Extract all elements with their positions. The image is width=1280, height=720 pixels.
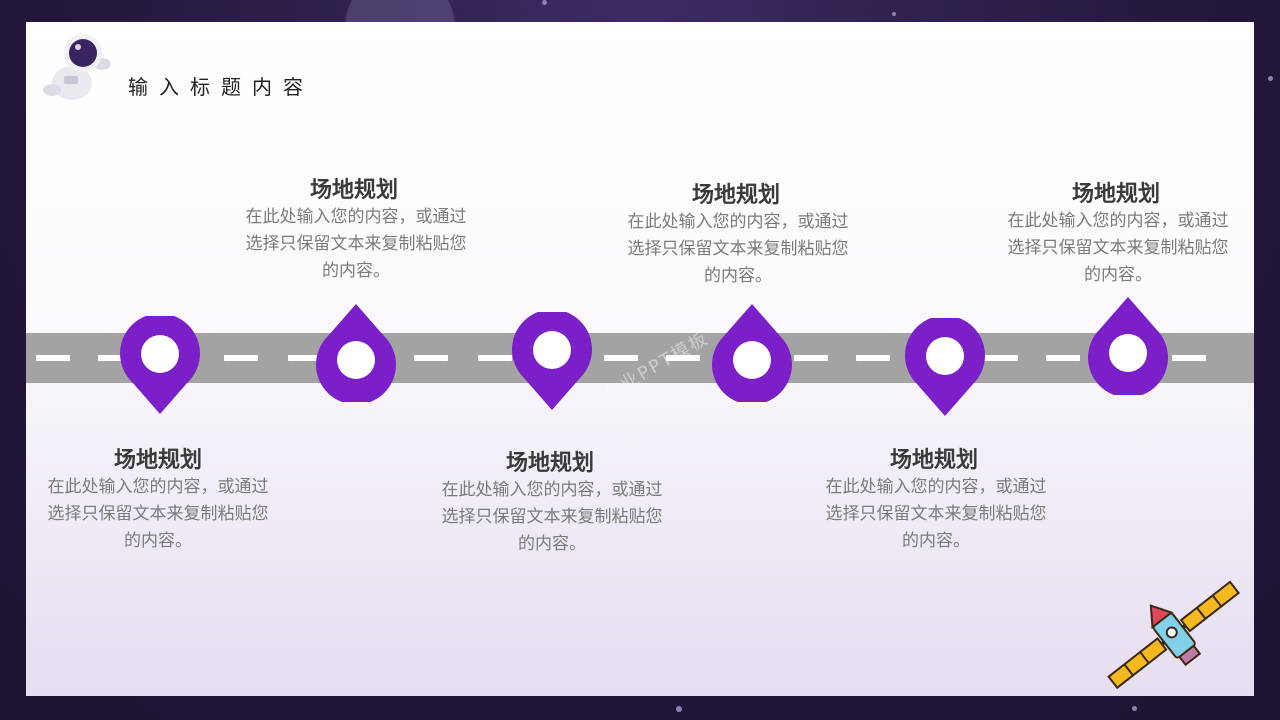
milestone-title: 场地规划 <box>691 183 780 208</box>
star <box>676 706 682 712</box>
milestone-title: 场地规划 <box>113 448 202 473</box>
star <box>892 12 896 16</box>
road-dash <box>1046 355 1080 361</box>
satellite-icon <box>1107 580 1241 690</box>
road-dash <box>98 355 132 361</box>
location-pin-icon <box>510 312 594 412</box>
milestone-text: 在此处输入您的内容，或通过选择只保留文本来复制粘贴您的内容。 <box>47 477 269 551</box>
location-pin-icon <box>118 316 202 416</box>
location-pin-icon <box>1086 295 1170 395</box>
star <box>542 0 547 5</box>
milestone-title: 场地规划 <box>309 178 398 203</box>
location-pin-icon <box>710 302 794 402</box>
road-dash <box>36 355 70 361</box>
star <box>1132 706 1137 711</box>
milestone-text: 在此处输入您的内容，或通过选择只保留文本来复制粘贴您的内容。 <box>1007 211 1229 285</box>
star <box>1268 76 1273 81</box>
road-dash <box>414 355 448 361</box>
milestone-text: 在此处输入您的内容，或通过选择只保留文本来复制粘贴您的内容。 <box>441 480 663 554</box>
road-dash <box>604 355 638 361</box>
road-dash <box>288 355 322 361</box>
milestone-text: 在此处输入您的内容，或通过选择只保留文本来复制粘贴您的内容。 <box>825 477 1047 551</box>
road-dash <box>478 355 512 361</box>
milestone-title: 场地规划 <box>1071 182 1160 207</box>
location-pin-icon <box>314 302 398 402</box>
milestone-title: 场地规划 <box>505 451 594 476</box>
astronaut-icon <box>43 34 111 100</box>
milestone-text: 在此处输入您的内容，或通过选择只保留文本来复制粘贴您的内容。 <box>627 212 849 286</box>
road-dash <box>666 355 700 361</box>
road-dash <box>984 355 1018 361</box>
milestone-title: 场地规划 <box>889 448 978 473</box>
road-dash <box>1172 355 1206 361</box>
road-dash <box>794 355 828 361</box>
road-dash <box>856 355 890 361</box>
page-title: 输入标题内容 <box>128 75 314 99</box>
milestone-text: 在此处输入您的内容，或通过选择只保留文本来复制粘贴您的内容。 <box>245 207 467 281</box>
slide-card: 输入标题内容 企业PPT模板 场地规划 在此处输入您的内容，或通过选择只保留文本… <box>26 22 1254 696</box>
road-timeline <box>26 333 1254 383</box>
road-dash <box>224 355 258 361</box>
location-pin-icon <box>903 318 987 418</box>
